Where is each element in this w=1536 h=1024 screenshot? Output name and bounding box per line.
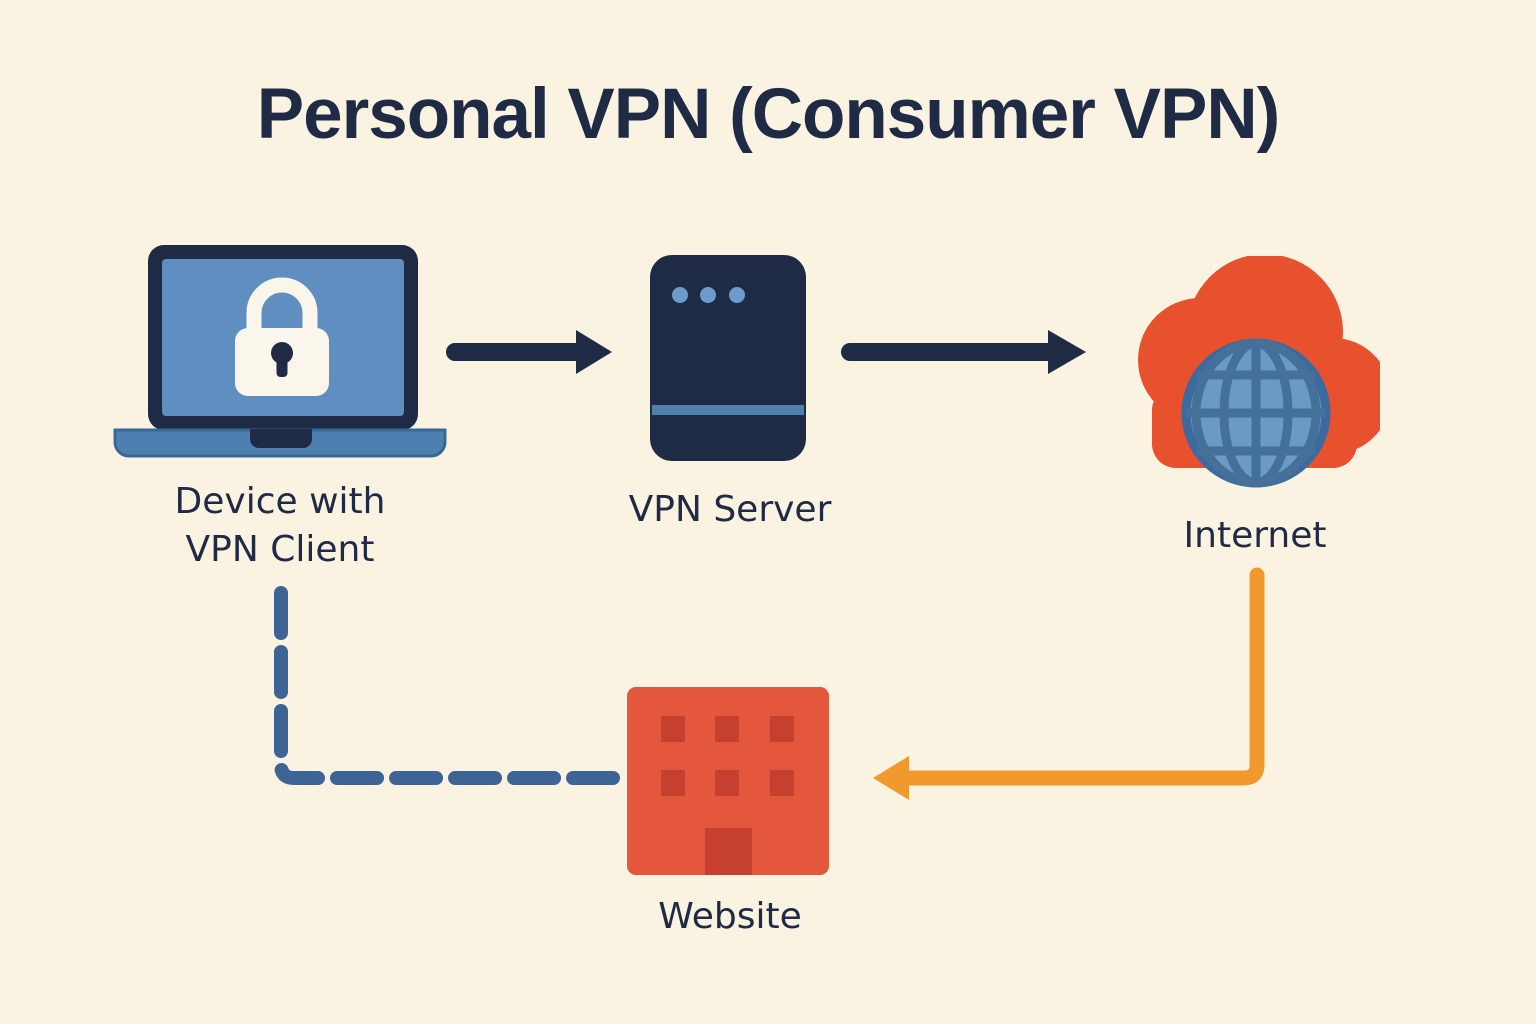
arrow-device-to-server-icon bbox=[446, 330, 612, 374]
device-label-line2: VPN Client bbox=[185, 529, 375, 570]
device-label-line1: Device with bbox=[174, 481, 386, 522]
server-icon bbox=[650, 255, 806, 461]
laptop-with-lock-icon bbox=[113, 245, 447, 458]
arrow-server-to-internet-icon bbox=[841, 330, 1086, 374]
diagram-title: Personal VPN (Consumer VPN) bbox=[256, 75, 1280, 154]
internet-label: Internet bbox=[1183, 515, 1327, 556]
website-label: Website bbox=[658, 896, 802, 937]
cloud-globe-icon bbox=[1138, 256, 1380, 488]
server-body bbox=[650, 255, 806, 461]
laptop-base-notch bbox=[250, 429, 312, 448]
arrow-internet-to-website-icon bbox=[873, 567, 1265, 800]
dashed-line-device-to-website-icon bbox=[274, 586, 625, 785]
server-led-1 bbox=[672, 287, 688, 303]
building-icon bbox=[627, 687, 829, 875]
server-stripe bbox=[652, 405, 804, 415]
server-led-2 bbox=[700, 287, 716, 303]
server-led-3 bbox=[729, 287, 745, 303]
building-windows bbox=[661, 716, 794, 796]
globe-shape bbox=[1181, 338, 1331, 488]
device-label: Device with VPN Client bbox=[85, 478, 475, 574]
server-label: VPN Server bbox=[628, 489, 832, 530]
lock-icon bbox=[235, 277, 329, 396]
building-door bbox=[705, 828, 752, 875]
